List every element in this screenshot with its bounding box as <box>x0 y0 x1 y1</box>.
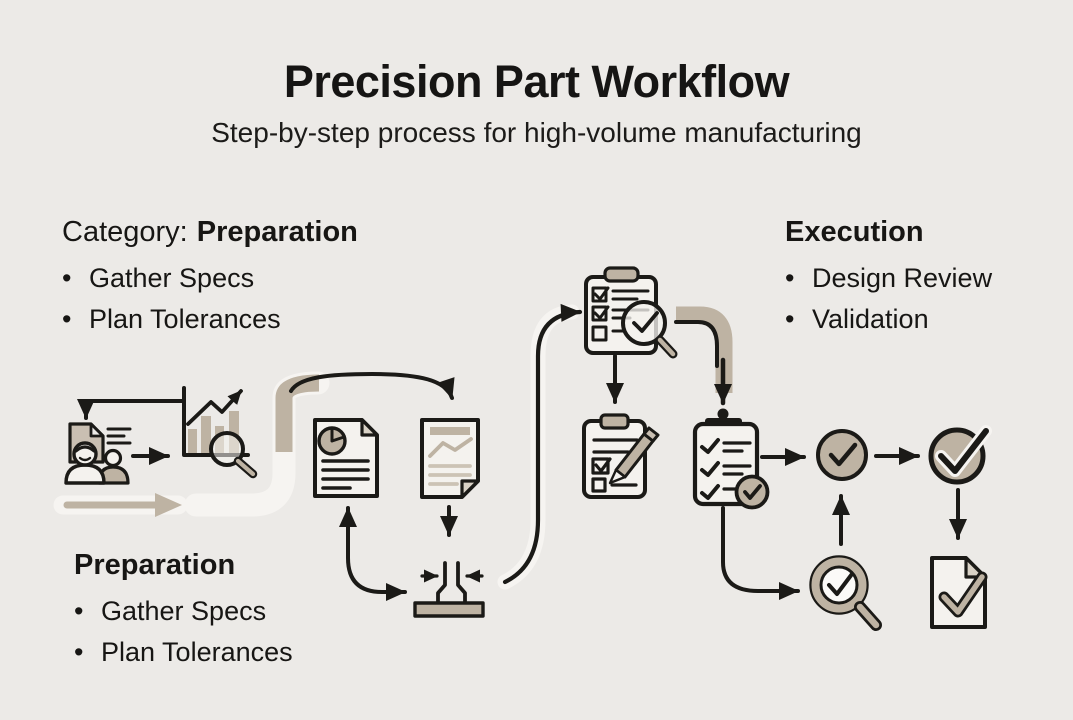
list-item-label: Gather Specs <box>89 263 255 293</box>
preparation-block: Preparation • Gather Specs • Plan Tolera… <box>74 549 293 673</box>
clipboard-checks-icon <box>692 408 770 510</box>
list-item-label: Gather Specs <box>101 596 267 626</box>
category-block: Category:Preparation • Gather Specs • Pl… <box>62 216 358 340</box>
list-item-label: Plan Tolerances <box>89 304 281 334</box>
connector-loop-chart-to-doc <box>77 399 184 420</box>
list-item: • Gather Specs <box>74 591 293 632</box>
category-label: Category: <box>62 216 188 248</box>
document-pie-chart-icon <box>313 418 379 498</box>
execution-heading: Execution <box>785 216 924 248</box>
list-item-label: Validation <box>812 304 929 334</box>
document-trend-icon <box>420 418 480 499</box>
connector-specreport-tolerance <box>339 506 407 601</box>
bullet-dot: • <box>62 304 72 334</box>
connector-validation-to-verification <box>721 506 800 600</box>
bold-circle-check-icon <box>928 425 992 485</box>
people-document-icon <box>64 422 132 485</box>
list-item: • Plan Tolerances <box>74 632 293 673</box>
list-item-label: Design Review <box>812 263 993 293</box>
page-title: Precision Part Workflow <box>283 56 790 107</box>
bar-chart-magnifier-icon <box>182 386 258 479</box>
bullet-dot: • <box>785 263 795 293</box>
tan-ribbon-inspection-to-validation <box>674 306 733 406</box>
preparation-heading: Preparation <box>74 549 236 581</box>
circle-check-icon <box>816 429 868 481</box>
list-item-label: Plan Tolerances <box>101 637 293 667</box>
magnifier-check-icon <box>809 555 882 631</box>
category-value: Preparation <box>196 216 358 248</box>
list-item: • Gather Specs <box>62 258 358 299</box>
cased-curve-tolerance-to-inspection <box>497 303 583 590</box>
bullet-dot: • <box>74 596 84 626</box>
list-item: • Validation <box>785 299 992 340</box>
document-check-icon <box>930 556 988 629</box>
list-item: • Plan Tolerances <box>62 299 358 340</box>
clipboard-pencil-icon <box>582 413 660 499</box>
bullet-dot: • <box>785 304 795 334</box>
bullet-dot: • <box>74 637 84 667</box>
execution-block: Execution • Design Review • Validation <box>785 216 992 340</box>
page-subtitle: Step-by-step process for high-volume man… <box>211 117 862 148</box>
clipboard-magnifier-icon <box>584 266 678 359</box>
list-item: • Design Review <box>785 258 992 299</box>
bullet-dot: • <box>62 263 72 293</box>
connector-arc-to-trend-report <box>289 372 455 400</box>
tolerance-measurement-icon <box>413 561 485 618</box>
